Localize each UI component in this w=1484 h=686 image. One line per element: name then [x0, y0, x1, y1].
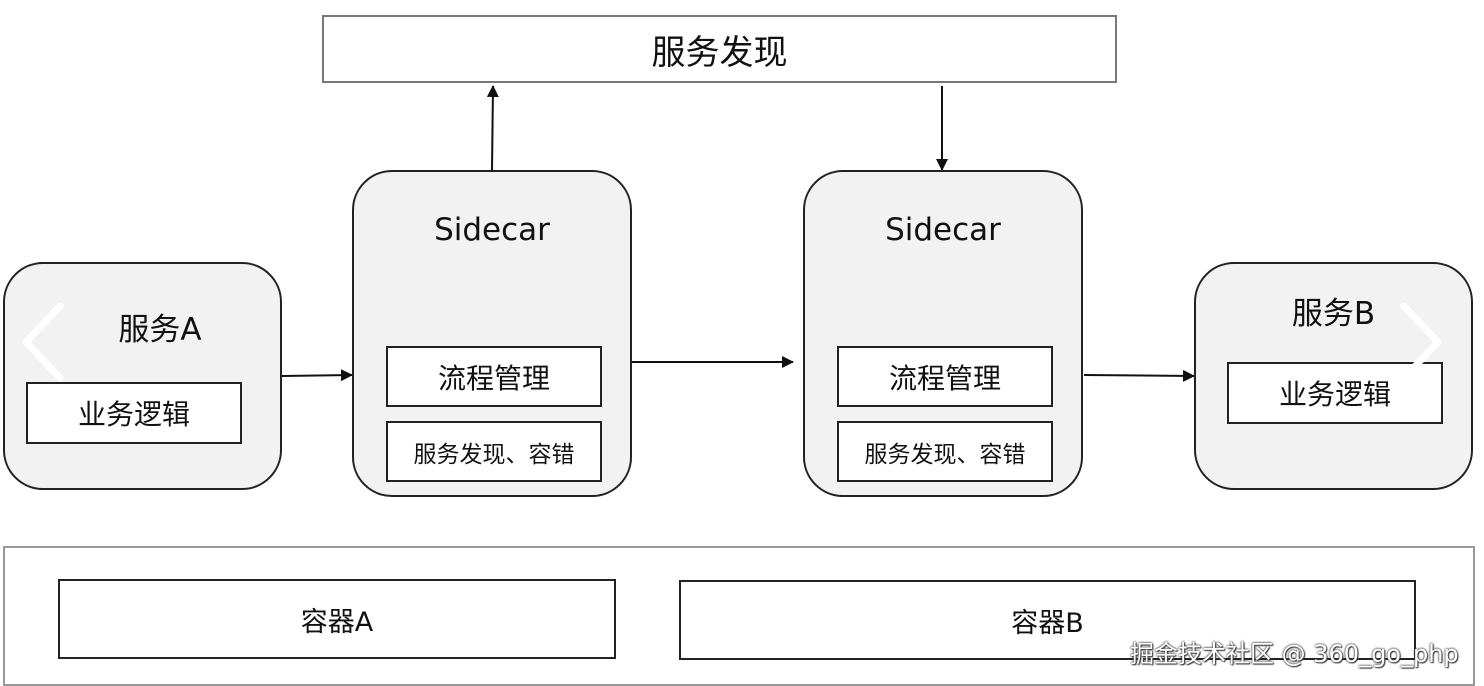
watermark-text: 掘金技术社区 @ 360_go_php	[1130, 640, 1459, 668]
chevron-right-icon[interactable]	[1396, 302, 1446, 382]
sidecar-right-node: Sidecar 流程管理 服务发现、容错	[803, 170, 1083, 497]
service-b-logic-label: 业务逻辑	[1278, 378, 1391, 411]
service-b-node: 服务B 业务逻辑	[1194, 262, 1473, 490]
container-b-box: 容器B	[679, 580, 1416, 660]
sidecar-right-process-box: 流程管理	[837, 346, 1053, 407]
sidecar-left-title: Sidecar	[434, 212, 550, 248]
service-a-node: 服务A 业务逻辑	[3, 262, 282, 490]
container-a-label: 容器A	[300, 606, 374, 638]
arrow-sidecar-to-discovery	[486, 85, 499, 171]
service-a-logic-label: 业务逻辑	[77, 398, 190, 431]
sidecar-right-discovery-box: 服务发现、容错	[837, 421, 1053, 482]
sidecar-left-process-label: 流程管理	[437, 361, 550, 395]
sidecar-left-node: Sidecar 流程管理 服务发现、容错	[352, 170, 632, 497]
service-b-logic-box: 业务逻辑	[1227, 362, 1443, 424]
sidecar-left-discovery-label: 服务发现、容错	[413, 441, 575, 468]
service-a-title: 服务A	[118, 312, 202, 348]
arrow-service-a-to-sidecar	[281, 369, 353, 382]
chevron-left-icon[interactable]	[18, 302, 68, 382]
sidecar-right-process-label: 流程管理	[888, 361, 1001, 395]
container-a-box: 容器A	[58, 579, 616, 659]
service-b-title: 服务B	[1291, 296, 1376, 332]
sidecar-left-discovery-box: 服务发现、容错	[386, 421, 602, 482]
container-b-label: 容器B	[1011, 607, 1084, 639]
service-discovery-label: 服务发现	[651, 32, 788, 73]
arrow-sidecar-to-service-b	[1083, 369, 1195, 382]
sidecar-right-title: Sidecar	[885, 212, 1001, 248]
service-discovery-box: 服务发现	[322, 15, 1117, 83]
sidecar-left-process-box: 流程管理	[386, 346, 602, 407]
service-a-logic-box: 业务逻辑	[26, 382, 242, 444]
sidecar-right-discovery-label: 服务发现、容错	[864, 441, 1026, 468]
